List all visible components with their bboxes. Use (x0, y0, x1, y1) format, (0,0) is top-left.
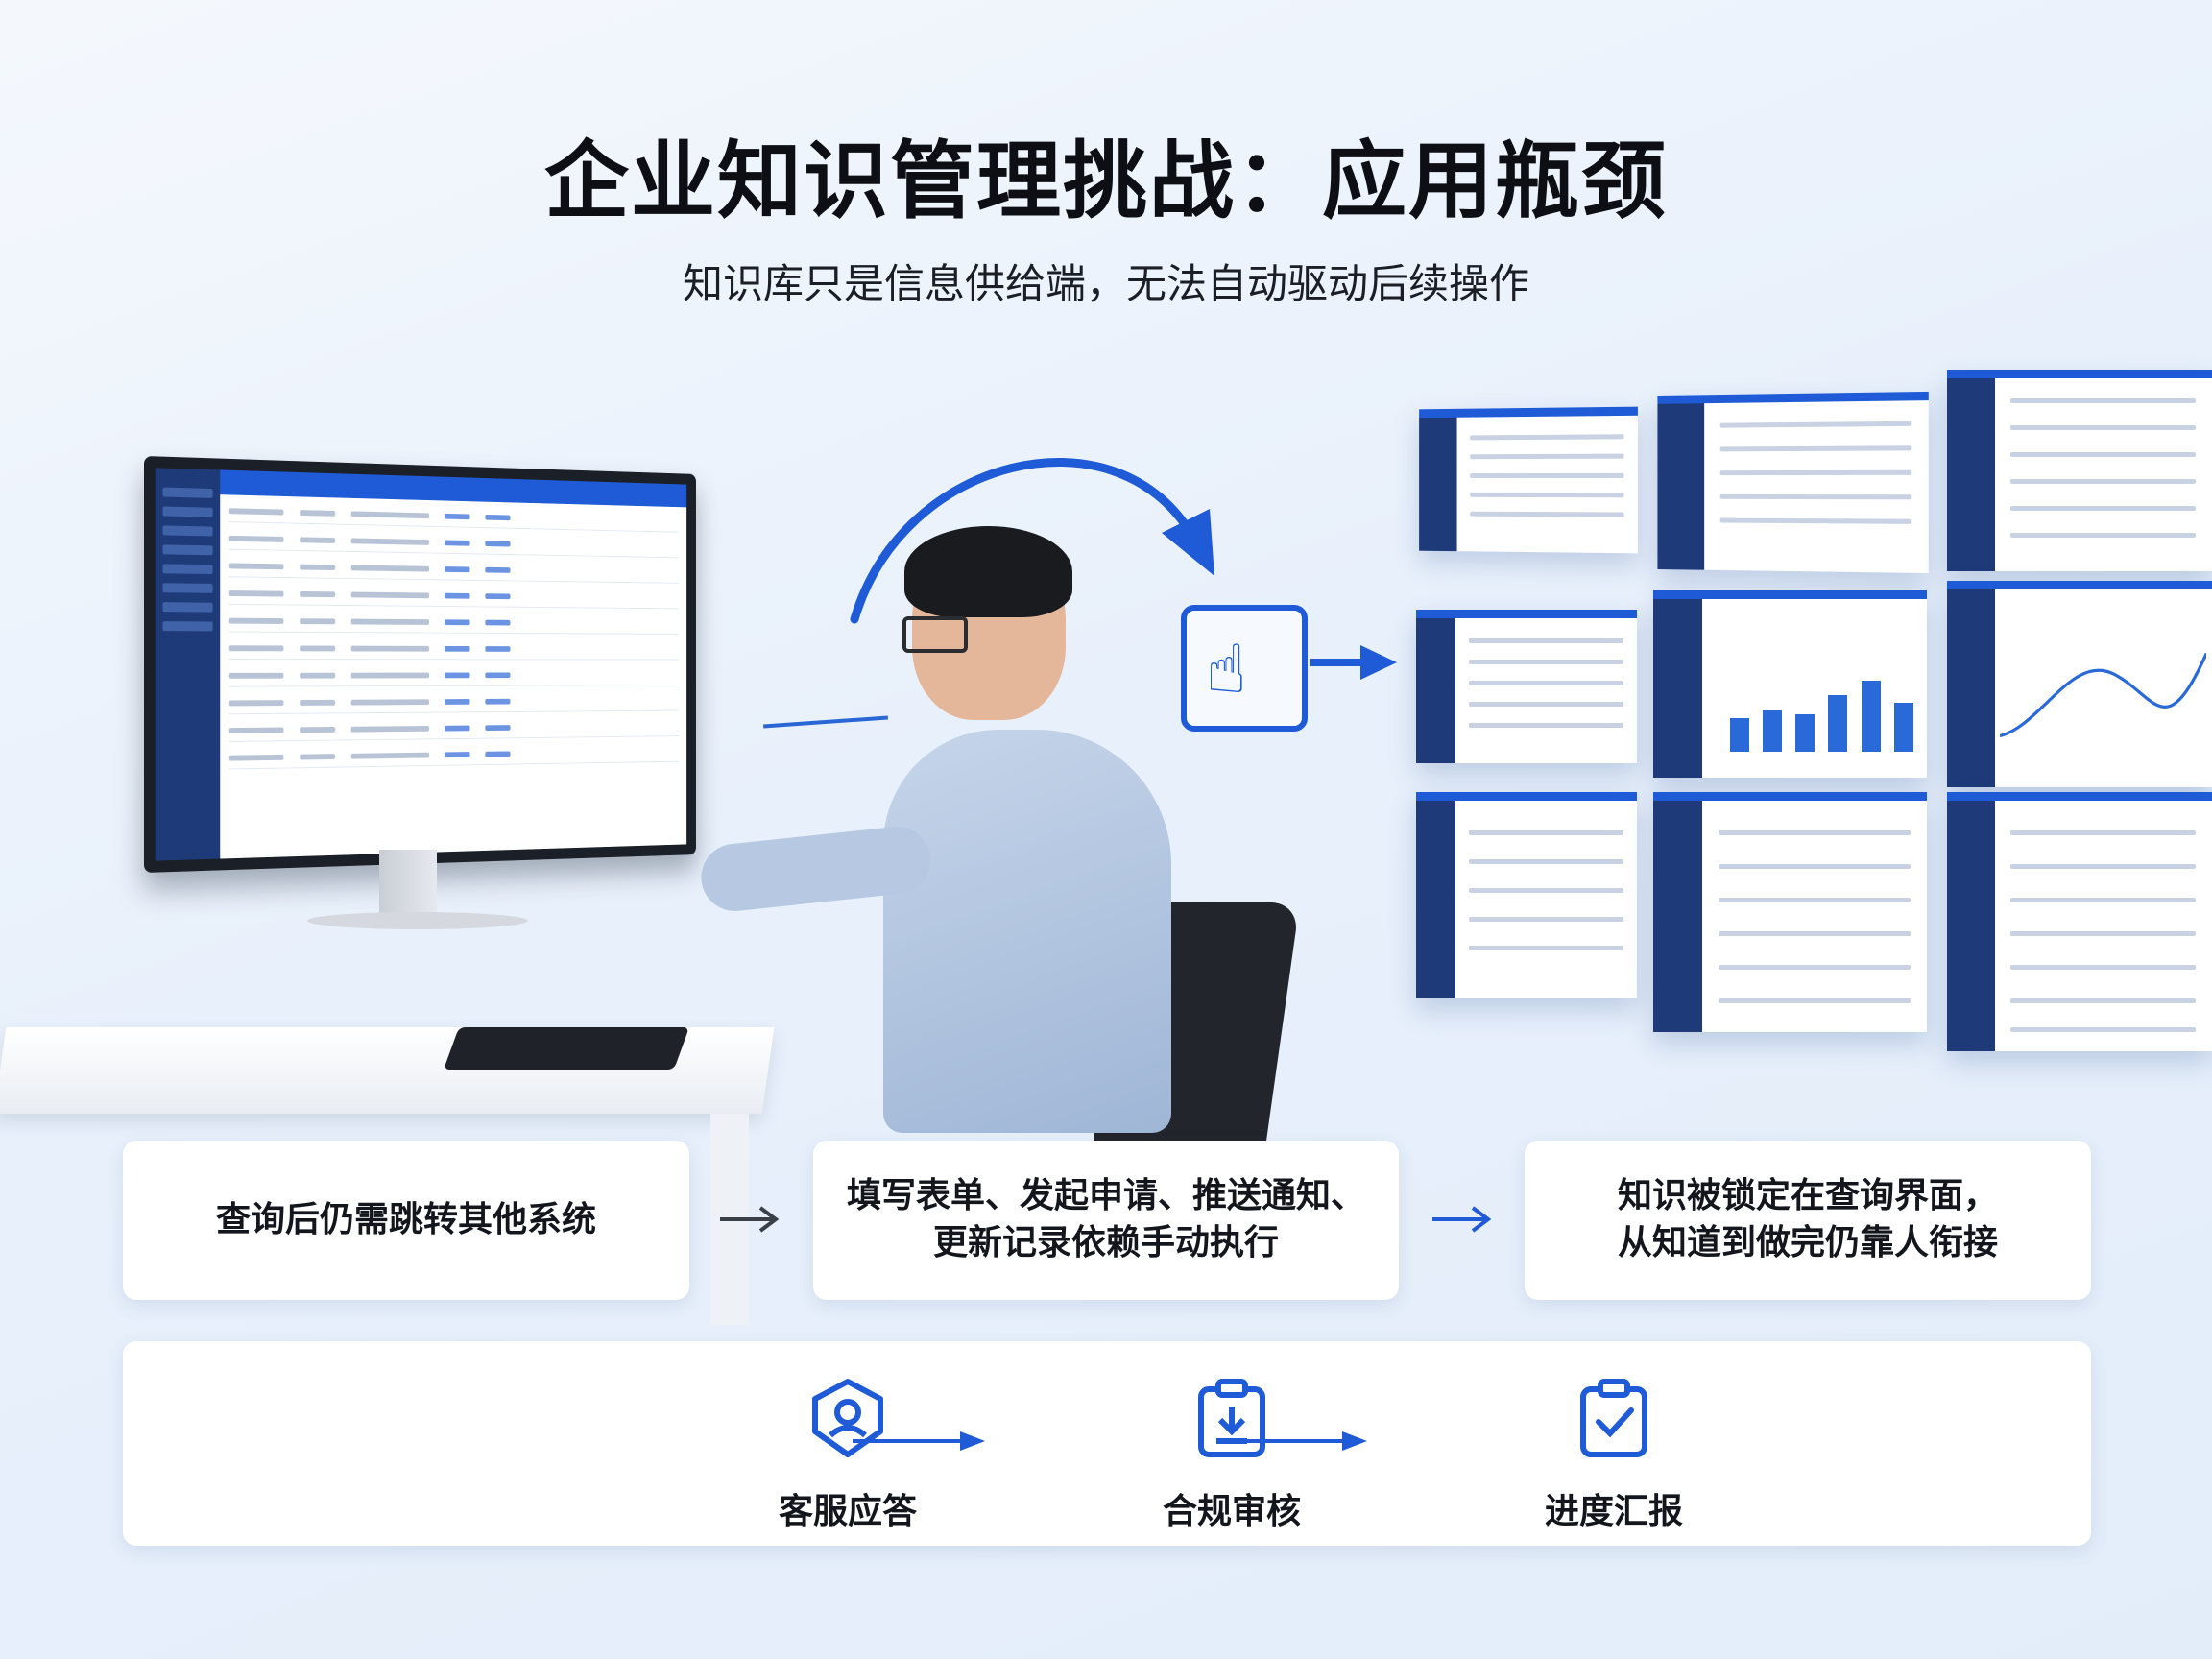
glasses-icon (902, 616, 968, 653)
monitor-screen (155, 468, 687, 861)
page-title: 企业知识管理挑战：应用瓶颈 (543, 132, 1668, 230)
keyboard (443, 1027, 690, 1070)
monitor-table (220, 469, 687, 858)
clipboard-check-icon (1580, 1379, 1647, 1457)
workflow-step-label: 客服应答 (778, 1492, 917, 1531)
problem-card-locked-knowledge: 知识被锁定在查询界面， 从知道到做完仍靠人衔接 (1525, 1141, 2091, 1300)
desktop-monitor (144, 456, 696, 873)
problem-card-line: 更新记录依赖手动执行 (932, 1223, 1279, 1262)
workflow-step-progress-report: 进度汇报 (1508, 1341, 1719, 1533)
curved-arrow-icon (850, 458, 1214, 624)
problem-card-manual-tasks: 填写表单、发起申请、推送通知、 更新记录依赖手动执行 (813, 1141, 1399, 1300)
page-subtitle: 知识库只是信息供给端，无法自动驱动后续操作 (682, 260, 1529, 307)
workflow-bar: 客服应答 合规审核 进度汇报 (123, 1341, 2091, 1546)
app-panel-bar-chart (1653, 590, 1927, 778)
workflow-step-label: 进度汇报 (1544, 1492, 1683, 1531)
workflow-step-compliance: 合规审核 (1126, 1341, 1337, 1533)
problem-card-line: 知识被锁定在查询界面， (1617, 1176, 1998, 1216)
person-torso (883, 730, 1171, 1133)
app-panel-table (1947, 370, 2212, 571)
app-panel-request (1416, 792, 1637, 998)
touch-tap-icon: ☝ (1181, 605, 1308, 732)
shield-person-icon (812, 1379, 883, 1457)
app-panel-list (1657, 391, 1929, 574)
app-panel-form (1419, 406, 1638, 554)
illustration-scene: ☝ (0, 365, 2212, 1325)
app-panel-approval (1653, 792, 1927, 1032)
arrow-right-icon (853, 1431, 985, 1451)
problem-card-text: 查询后仍需跳转其他系统 (215, 1199, 596, 1239)
person-hair (904, 526, 1072, 617)
monitor-base (307, 912, 528, 929)
monitor-sidebar (155, 468, 221, 861)
clipboard-download-icon (1198, 1379, 1265, 1457)
app-panel-line-chart (1947, 581, 2212, 787)
arrow-right-icon (720, 1206, 780, 1233)
arrow-right-icon (1235, 1431, 1367, 1451)
problem-card-line: 填写表单、发起申请、推送通知、 (846, 1176, 1365, 1216)
problem-card-switch-systems: 查询后仍需跳转其他系统 (123, 1141, 689, 1300)
monitor-stand (379, 850, 437, 917)
arrow-right-icon (1432, 1206, 1492, 1233)
arrow-right-icon (1310, 645, 1397, 680)
workflow-step-customer-service: 客服应答 (742, 1341, 953, 1533)
app-panel-notifications (1947, 792, 2212, 1051)
problem-card-line: 从知道到做完仍靠人衔接 (1617, 1223, 1998, 1262)
app-panel-records (1416, 610, 1637, 763)
workflow-step-label: 合规审核 (1162, 1492, 1301, 1531)
person-at-desk (697, 526, 1210, 1133)
